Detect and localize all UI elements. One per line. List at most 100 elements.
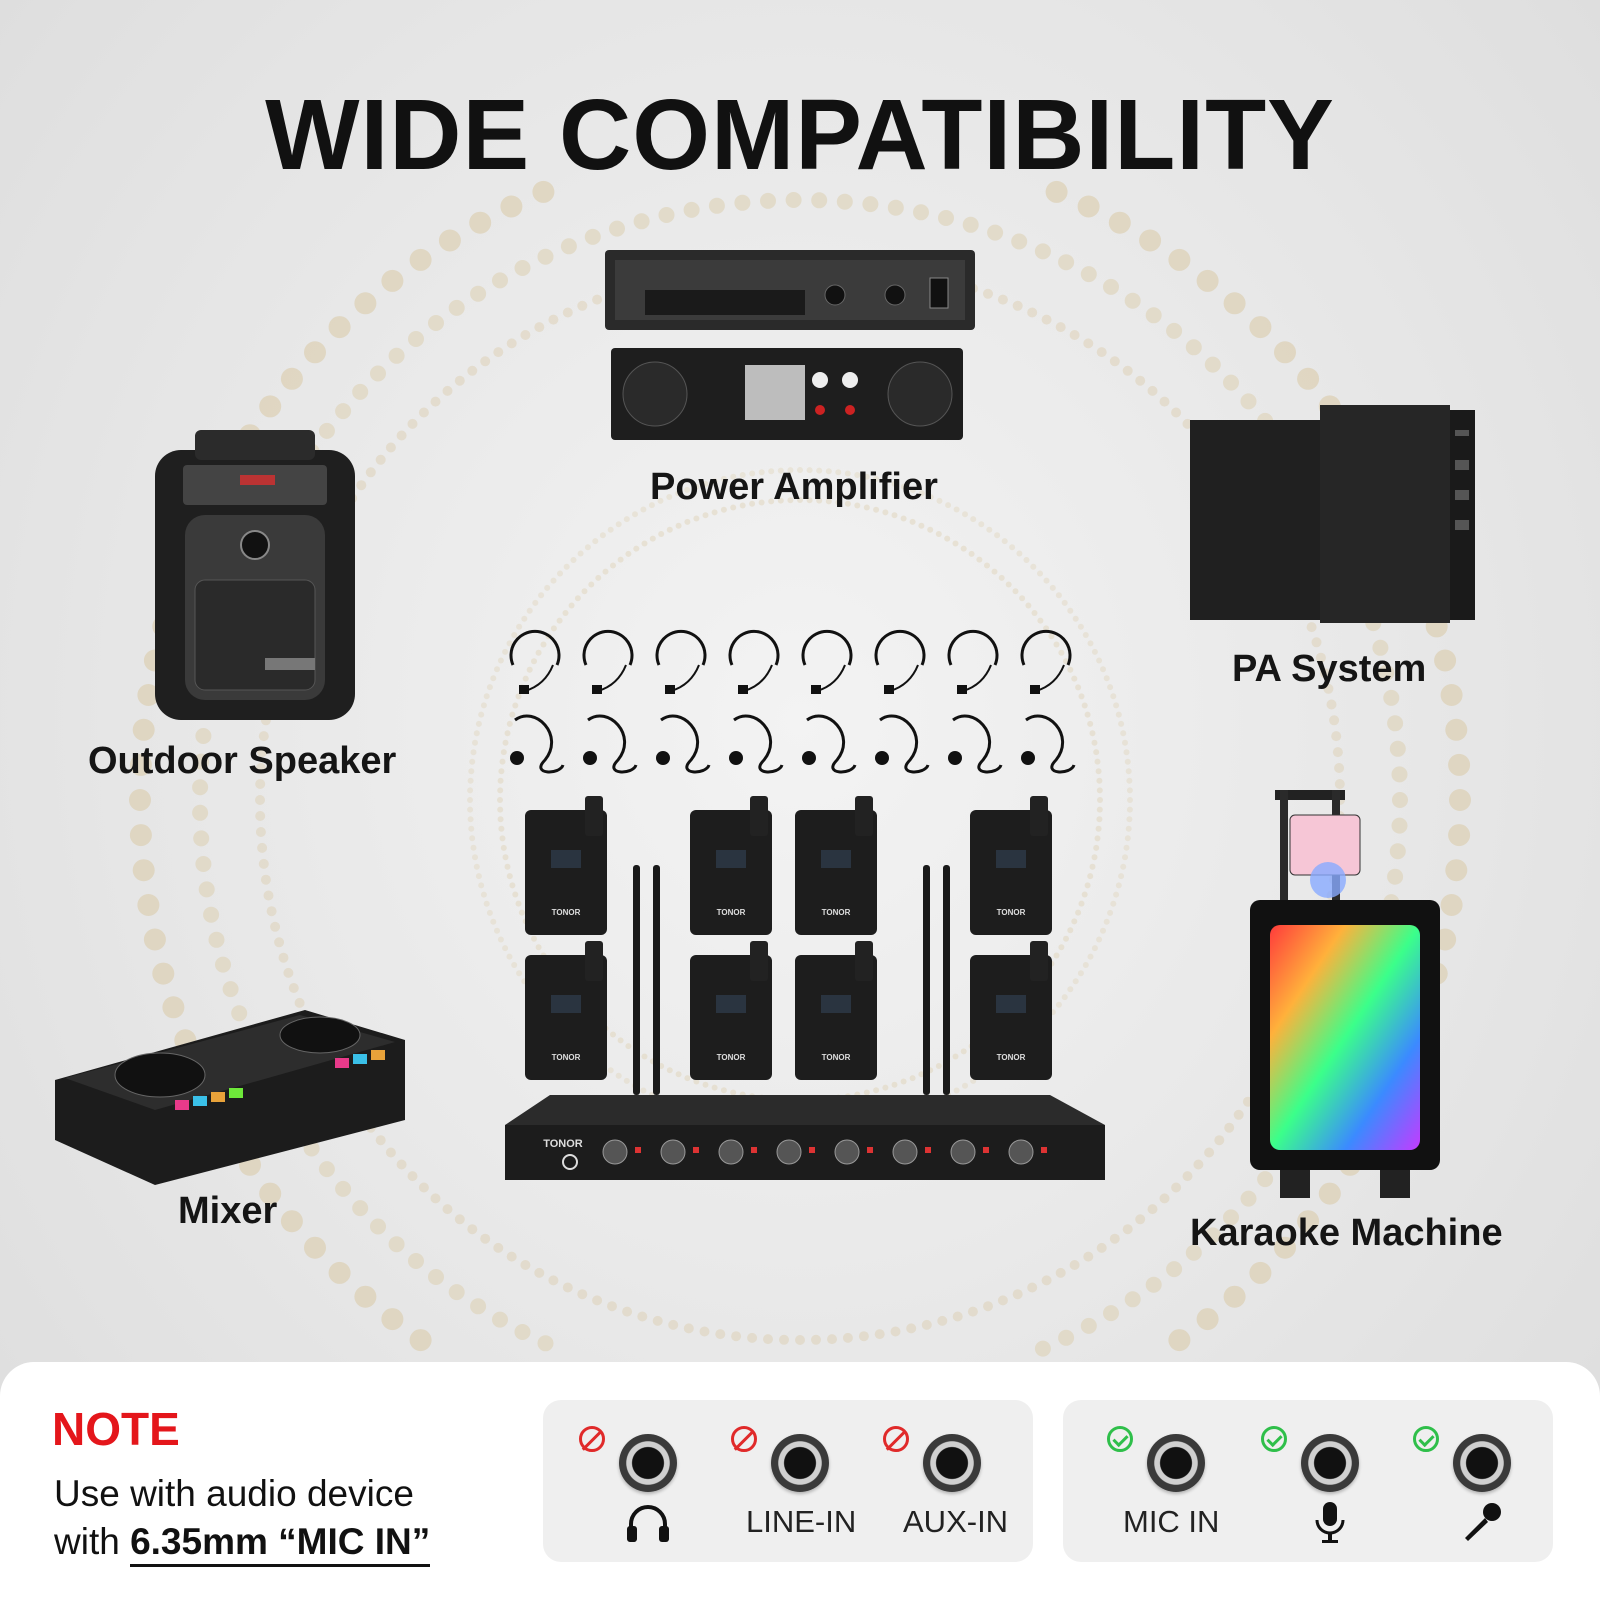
bodypack-brand: TONOR (997, 908, 1026, 917)
decorative-dot (514, 1324, 531, 1340)
headset-capsule (592, 685, 602, 694)
decorative-dot (1049, 584, 1056, 591)
decorative-dot (617, 556, 624, 563)
decorative-dot (720, 475, 727, 482)
bodypack-transmitter (525, 810, 607, 935)
decorative-dot (263, 890, 274, 901)
decorative-dot (1124, 1291, 1141, 1308)
decorative-dot (514, 260, 531, 276)
decorative-dot (658, 207, 675, 223)
decorative-dot (470, 1298, 487, 1315)
decorative-dot (274, 937, 285, 948)
decorative-dot (811, 192, 828, 209)
power-amplifier-image (605, 250, 975, 440)
headset-boom (1035, 664, 1065, 692)
decorative-dot (1077, 623, 1084, 630)
decorative-dot (1159, 1193, 1170, 1204)
decorative-dot (255, 795, 265, 805)
headset-capsule (665, 685, 675, 694)
decorative-dot (711, 478, 718, 485)
channel-led (693, 1147, 699, 1153)
decorative-dot (486, 684, 493, 691)
decorative-dot (498, 768, 505, 775)
decorative-dot (1093, 844, 1100, 851)
decorative-dot (408, 1253, 424, 1269)
lavalier-cable (1025, 714, 1076, 774)
decorative-dot (550, 625, 557, 632)
decorative-dot (468, 768, 475, 775)
decorative-dot (763, 1334, 773, 1345)
supported-check-icon (1413, 1426, 1439, 1452)
decorative-dot (1094, 835, 1101, 842)
decorative-dot (1055, 592, 1062, 599)
decorative-dot (258, 858, 269, 869)
decorative-dot (632, 511, 638, 518)
headset-capsule (738, 685, 748, 694)
decorative-dot (1012, 1289, 1023, 1300)
decorative-dot (1091, 648, 1098, 655)
decorative-dot (1107, 684, 1114, 691)
headset-boom (743, 664, 773, 692)
decorative-dot (375, 1135, 386, 1146)
audio-jack (1147, 1434, 1205, 1492)
bodypack-transmitter (690, 810, 772, 935)
decorative-dot (469, 211, 492, 234)
decorative-dot (1023, 557, 1030, 563)
decorative-dot (478, 882, 485, 889)
decorative-dot (467, 797, 473, 803)
volume-knob (892, 1139, 918, 1165)
decorative-dot (779, 1334, 789, 1345)
decorative-dot (811, 1334, 821, 1345)
decorative-dot (592, 294, 603, 305)
decorative-dot (666, 494, 673, 500)
decorative-dot (844, 500, 851, 507)
headset-mic (655, 629, 707, 666)
lavalier-cable (587, 714, 638, 774)
decorative-dot (520, 1260, 531, 1270)
headset-boom (889, 664, 919, 692)
lavalier-mic (729, 751, 743, 765)
channel-led (983, 1147, 989, 1153)
decorative-dot (768, 498, 775, 505)
decorative-dot (506, 338, 517, 349)
decorative-dot (806, 467, 813, 474)
decorative-dot (258, 731, 269, 742)
decorative-dot (935, 531, 942, 537)
decorative-dot (1110, 900, 1117, 907)
decorative-dot (568, 602, 575, 609)
decorative-dot (1043, 577, 1050, 584)
karaoke-machine-label: Karaoke Machine (1190, 1212, 1503, 1254)
decorative-dot (1012, 588, 1019, 595)
decorative-dot (288, 983, 299, 993)
note-emphasis: 6.35mm “MIC IN” (130, 1521, 431, 1567)
decorative-dot (1037, 570, 1043, 577)
decorative-dot (494, 927, 500, 934)
decorative-dot (493, 347, 504, 358)
decorative-dot (891, 480, 898, 487)
decorative-dot (797, 467, 803, 473)
decorative-dot (1025, 602, 1032, 609)
decorative-dot (863, 473, 870, 480)
bodypack-antenna (855, 941, 873, 981)
decorative-dot (760, 192, 776, 209)
decorative-dot (215, 956, 231, 973)
headset-boom (962, 664, 992, 692)
decorative-dot (388, 347, 405, 364)
decorative-dot (730, 473, 737, 480)
decorative-dot (909, 518, 916, 525)
audio-jack (923, 1434, 981, 1492)
decorative-dot (927, 526, 934, 533)
decorative-dot (891, 512, 898, 519)
decorative-dot (1077, 970, 1084, 977)
decorative-dot (515, 693, 522, 700)
decorative-dot (1019, 595, 1026, 602)
decorative-dot (960, 1048, 967, 1055)
pa-system-image (1190, 405, 1475, 623)
decorative-dot (352, 383, 369, 400)
decorative-dot (1123, 844, 1130, 851)
decorative-dot (502, 739, 509, 746)
decorative-dot (854, 472, 861, 478)
decorative-dot (1053, 952, 1060, 959)
decorative-dot (952, 540, 959, 547)
decorative-dot (994, 532, 1001, 539)
